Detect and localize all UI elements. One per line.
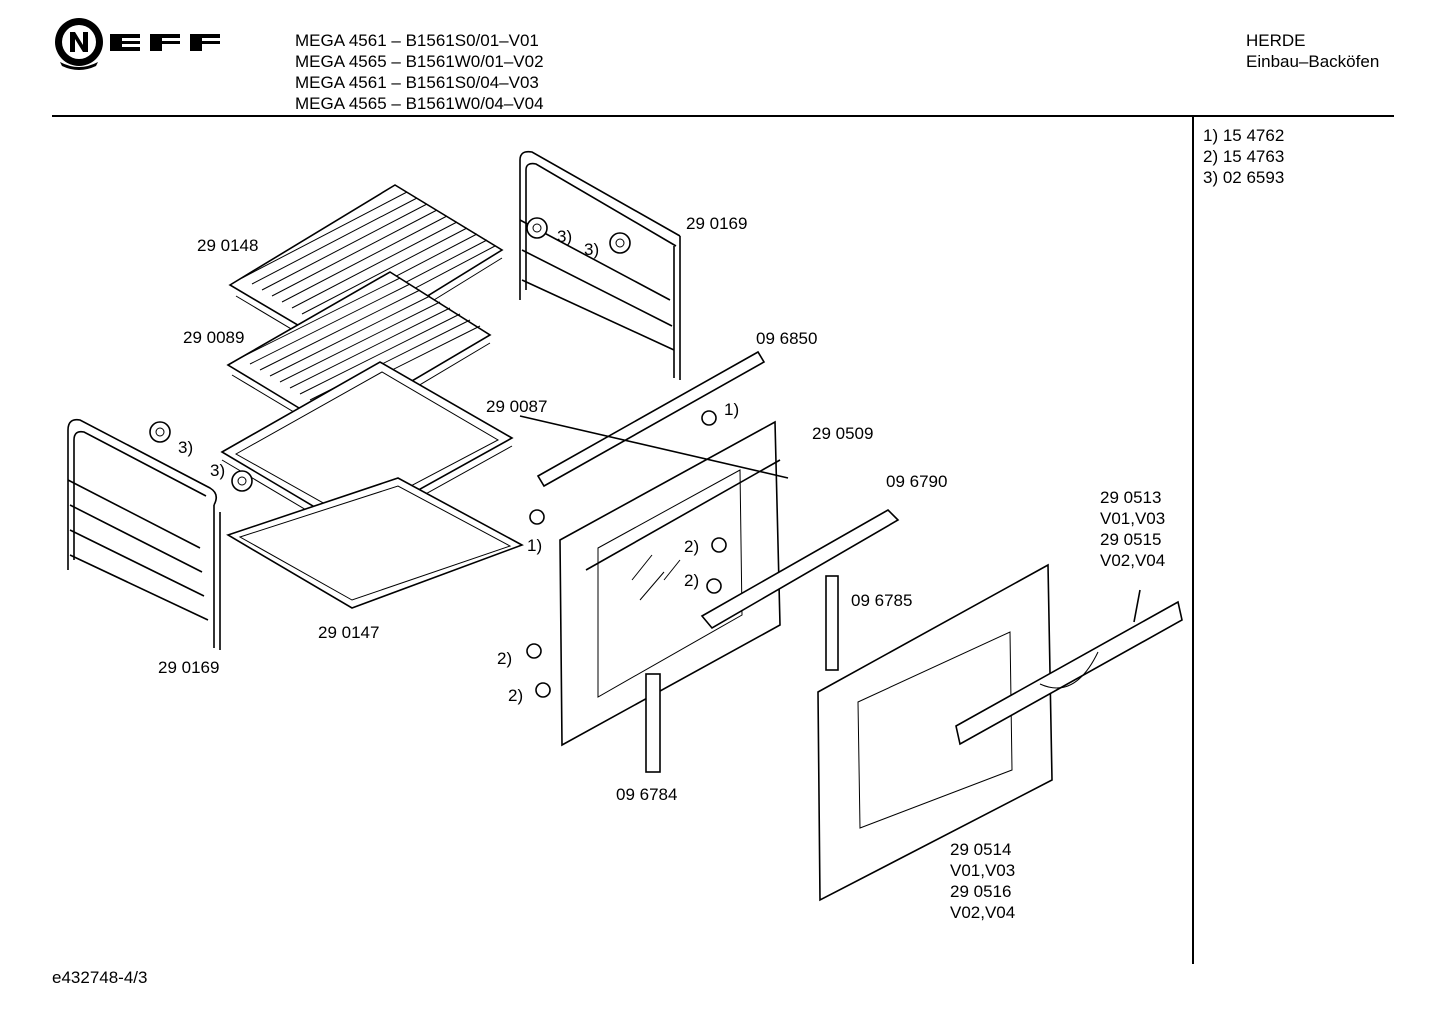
callout: 2) [684,537,700,556]
exploded-view-drawing [67,150,1183,902]
model-line: MEGA 4561 – B1561S0/01–V01 [295,31,539,50]
part-label: 29 0147 [318,623,380,642]
model-line: MEGA 4565 – B1561W0/01–V02 [295,52,544,71]
door-handle [955,589,1183,746]
header-divider [52,115,1394,117]
shelf-support-left [67,418,221,650]
screw [526,410,727,698]
part-label: V01,V03 [950,861,1016,880]
part-label: 29 0169 [686,214,748,233]
part-label: 09 6785 [851,591,913,610]
callout: 3) [210,461,226,480]
neff-logo [55,18,220,70]
part-label: 29 0515 [1100,530,1162,549]
part-label: V02,V04 [950,903,1016,922]
part-label: 09 6784 [616,785,678,804]
part-label: 29 0513 [1100,488,1162,507]
model-line: MEGA 4565 – B1561W0/04–V04 [295,94,544,113]
handle-label: 29 0513 V01,V03 29 0515 V02,V04 [1100,487,1165,571]
hinge-right [825,575,839,671]
gear-wheel [149,421,253,492]
callout: 1) [724,400,740,419]
roasting-pan [226,477,524,609]
callout: 1) [527,536,543,555]
gear-wheel [526,217,631,254]
category-line: HERDE [1246,31,1306,50]
callout: 3) [557,227,573,246]
category-line: Einbau–Backöfen [1246,52,1380,71]
part-label: 29 0516 [950,882,1012,901]
callout: 2) [497,649,513,668]
category: HERDE Einbau–Backöfen [1246,30,1379,72]
reference-line: 2) 15 4763 [1203,147,1285,166]
hinge-left [645,673,661,773]
shelf-support-right [519,150,681,380]
reference-line: 3) 02 6593 [1203,168,1285,187]
door-panel-label: 29 0514 V01,V03 29 0516 V02,V04 [950,839,1015,923]
part-label: 29 0148 [197,236,259,255]
side-divider [1192,117,1194,964]
part-label: 29 0169 [158,658,220,677]
drawing-id: e432748-4/3 [52,968,148,987]
seal-rod [536,350,766,488]
reference-line: 1) 15 4762 [1203,126,1285,145]
door-outer-panel [817,563,1053,902]
callout: 3) [584,240,600,259]
reference-list: 1) 15 4762 2) 15 4763 3) 02 6593 [1203,125,1284,188]
door-inner-frame [519,415,789,747]
model-list: MEGA 4561 – B1561S0/01–V01 MEGA 4565 – B… [295,30,544,114]
part-label: 29 0514 [950,840,1012,859]
part-label: 09 6790 [886,472,948,491]
part-label: 29 0087 [486,397,548,416]
part-label: V02,V04 [1100,551,1166,570]
callout: 3) [178,438,194,457]
part-label: 09 6850 [756,329,818,348]
door-trim-strip [700,509,900,630]
callout: 2) [684,571,700,590]
part-label: V01,V03 [1100,509,1166,528]
part-label: 29 0089 [183,328,245,347]
model-line: MEGA 4561 – B1561S0/04–V03 [295,73,539,92]
part-label: 29 0509 [812,424,874,443]
callout: 2) [508,686,524,705]
